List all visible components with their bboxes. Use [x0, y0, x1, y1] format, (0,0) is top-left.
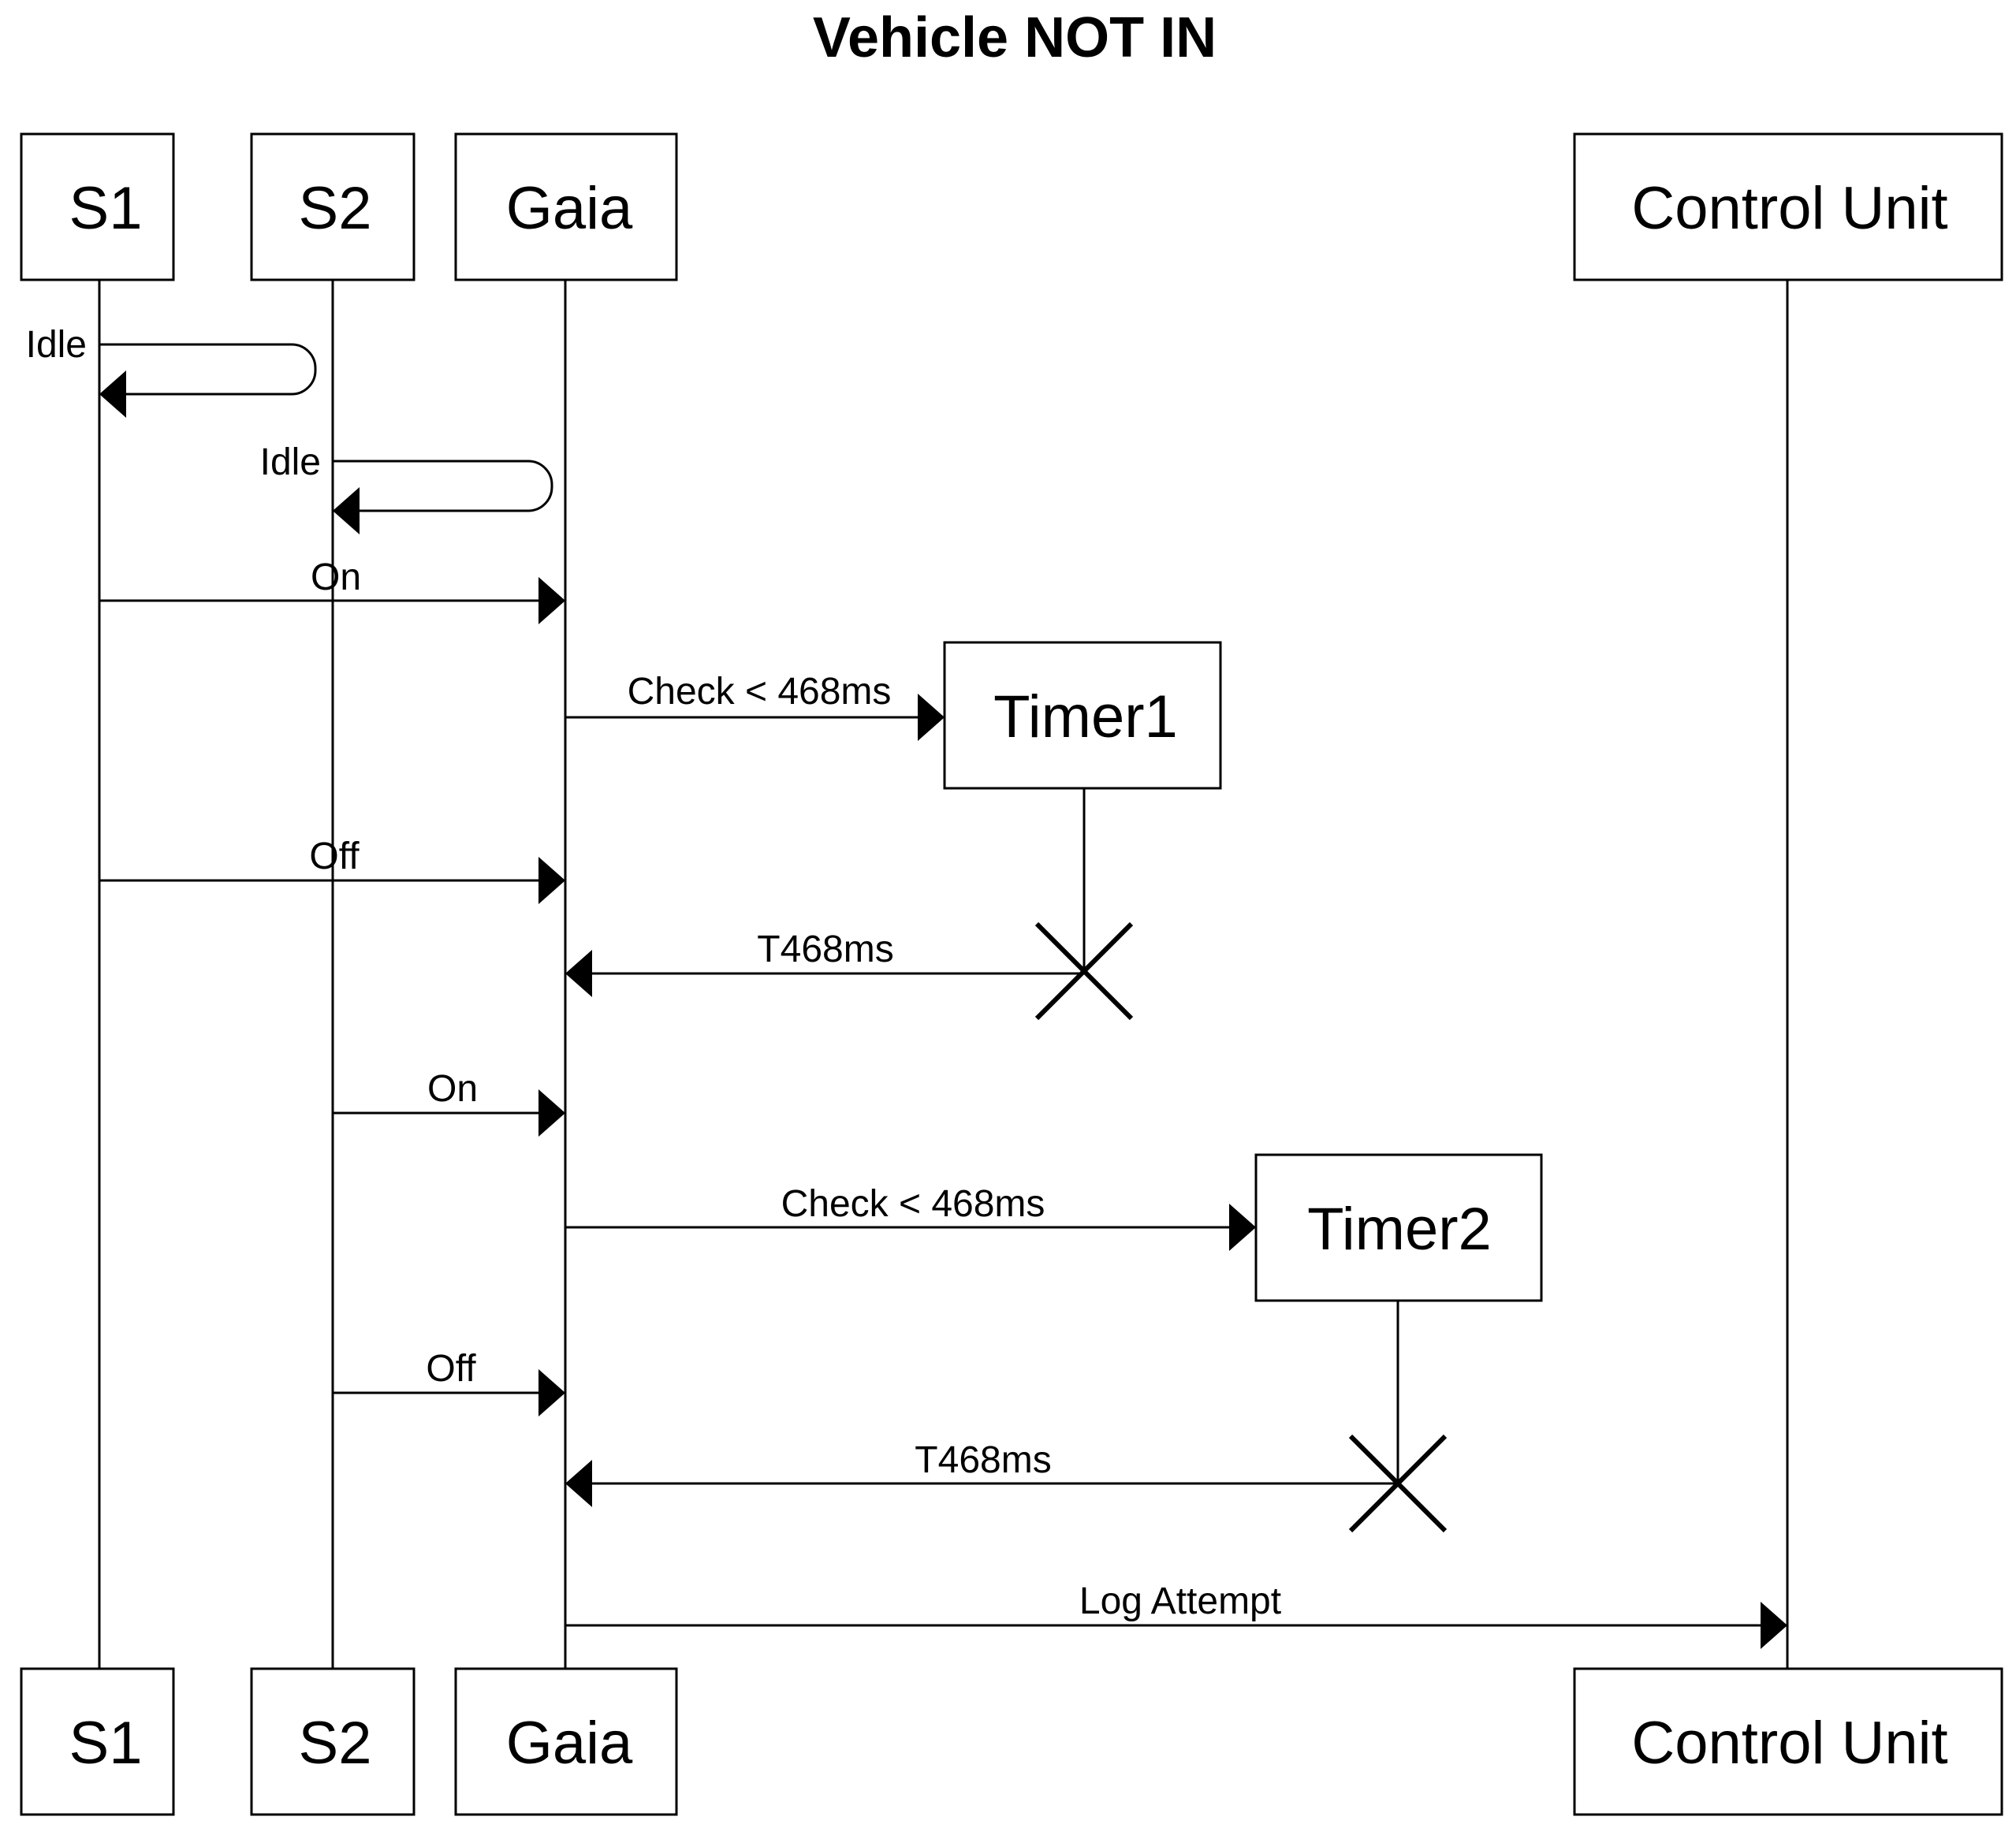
s2-label-top: S2	[299, 175, 372, 242]
s2-box-bottom: S2	[250, 1667, 415, 1816]
message-timer2-timeout: T468ms	[565, 1439, 1398, 1507]
control-unit-label-bottom: Control Unit	[1631, 1710, 1947, 1777]
message-s2-idle: Idle	[260, 441, 553, 534]
message-s2-off: Off	[333, 1348, 565, 1416]
gaia-box-top: Gaia	[454, 132, 678, 281]
gaia-label-top: Gaia	[506, 175, 633, 242]
message-check-timer2: Check < 468ms	[565, 1183, 1256, 1251]
timer1-box: Timer1	[943, 641, 1222, 790]
message-s2-on-label: On	[427, 1068, 478, 1110]
s2-box-top: S2	[250, 132, 415, 281]
message-check-timer1: Check < 468ms	[565, 671, 945, 741]
message-log-attempt-label: Log Attempt	[1079, 1580, 1281, 1622]
message-s1-idle: Idle	[26, 324, 317, 418]
message-log-attempt: Log Attempt	[565, 1580, 1787, 1649]
s1-box-top: S1	[20, 132, 175, 281]
timer1-destroy-icon	[1034, 921, 1134, 1021]
message-s2-on: On	[333, 1068, 565, 1137]
message-timer1-timeout-label: T468ms	[757, 929, 893, 970]
control-unit-box-top: Control Unit	[1573, 132, 2003, 281]
gaia-box-bottom: Gaia	[454, 1667, 678, 1816]
timer1-label: Timer1	[993, 683, 1178, 750]
timer2-label: Timer2	[1307, 1196, 1492, 1263]
message-check-timer1-label: Check < 468ms	[628, 671, 892, 713]
s2-label-bottom: S2	[299, 1710, 372, 1777]
message-s1-off-label: Off	[309, 836, 360, 877]
s1-box-bottom: S1	[20, 1667, 175, 1816]
message-timer2-timeout-label: T468ms	[915, 1439, 1051, 1481]
s1-label-bottom: S1	[69, 1710, 143, 1777]
timer2-destroy-icon	[1348, 1434, 1448, 1533]
control-unit-box-bottom: Control Unit	[1573, 1667, 2003, 1816]
message-s1-on-label: On	[311, 557, 361, 598]
message-s2-idle-label: Idle	[260, 441, 321, 483]
message-check-timer2-label: Check < 468ms	[781, 1183, 1045, 1225]
message-s1-on: On	[99, 557, 565, 624]
s1-label-top: S1	[69, 175, 143, 242]
message-s2-off-label: Off	[426, 1348, 476, 1390]
diagram-title: Vehicle NOT IN	[813, 6, 1217, 69]
control-unit-label-top: Control Unit	[1631, 175, 1947, 242]
timer2-box: Timer2	[1254, 1153, 1543, 1302]
gaia-label-bottom: Gaia	[506, 1710, 633, 1777]
message-s1-off: Off	[99, 836, 565, 904]
message-timer1-timeout: T468ms	[565, 929, 1084, 997]
message-s1-idle-label: Idle	[26, 324, 87, 366]
